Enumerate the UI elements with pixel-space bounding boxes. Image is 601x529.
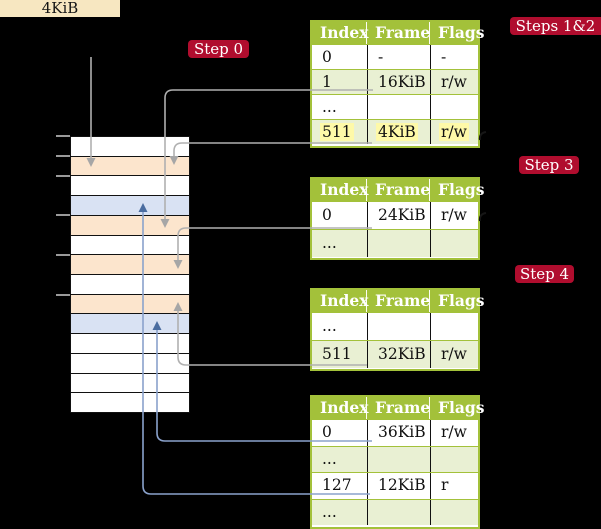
cell-flags: r/w (430, 70, 478, 94)
page-table-register-box: 4KiB (0, 0, 120, 17)
table-header: Index Frame Flags (312, 397, 485, 419)
table-row: 1 16KiB r/w (312, 69, 478, 94)
header-index: Index (312, 397, 368, 419)
cell-frame (367, 499, 430, 525)
memory-tick (56, 175, 70, 177)
pointer-mark-icon (478, 212, 487, 222)
cell-frame: 24KiB (367, 202, 430, 229)
cell-index: 127 (322, 476, 352, 494)
memory-frame-row (71, 293, 189, 314)
cell-frame (367, 95, 430, 119)
table-row: ... (312, 94, 478, 119)
badge-step-0: Step 0 (188, 40, 249, 58)
header-index: Index (312, 179, 368, 201)
badge-step-4: Step 4 (515, 265, 574, 283)
cell-frame: 4KiB (367, 120, 430, 144)
cell-flags: r/w (430, 420, 478, 446)
table-row: 0 - - (312, 44, 478, 69)
memory-frame-row (71, 137, 189, 156)
header-flags: Flags (438, 23, 485, 42)
cell-flags (430, 499, 478, 525)
table-header: Index Frame Flags (312, 22, 485, 44)
badge-steps-1-2: Steps 1&2 (510, 17, 601, 35)
memory-frame-row (71, 372, 189, 393)
physical-memory-column (70, 136, 190, 413)
cell-frame (367, 313, 430, 340)
table-row: 127 12KiB r (312, 472, 478, 499)
badge-step-3: Step 3 (519, 156, 579, 174)
cell-index: ... (322, 449, 337, 468)
cell-index: ... (322, 317, 337, 335)
cell-frame (367, 446, 430, 472)
table-row: 511 32KiB r/w (312, 340, 478, 368)
cell-flags: r (430, 473, 478, 499)
memory-frame-row (71, 313, 189, 334)
memory-frame-row (71, 195, 189, 215)
table-row: 0 24KiB r/w (312, 201, 478, 229)
cell-frame: 16KiB (367, 70, 430, 94)
cell-index: 1 (322, 73, 332, 91)
table-header: Index Frame Flags (312, 290, 485, 312)
memory-frame-row (71, 214, 189, 235)
cell-flags: r/w (430, 202, 478, 229)
page-table-step-4: Index Frame Flags ... 511 32KiB r/w (310, 288, 485, 371)
cell-flags (430, 446, 478, 472)
header-flags: Flags (438, 180, 485, 199)
cell-index: 511 (320, 123, 354, 141)
cell-flags: r/w (430, 120, 478, 144)
cell-index: ... (322, 234, 337, 252)
memory-frame-row (71, 274, 189, 294)
header-frame: Frame (367, 290, 430, 312)
cell-index: 0 (322, 206, 332, 224)
cell-frame: 32KiB (367, 341, 430, 368)
memory-frame-row (71, 175, 189, 196)
cell-flags: r/w (430, 341, 478, 368)
table-row: ... (312, 312, 478, 340)
memory-tick (56, 214, 70, 216)
table-header: Index Frame Flags (312, 179, 485, 201)
cell-flags: - (430, 45, 478, 69)
memory-frame-row (71, 234, 189, 255)
header-frame: Frame (367, 397, 430, 419)
page-table-step-3: Index Frame Flags 0 24KiB r/w ... (310, 177, 485, 260)
memory-frame-row (71, 392, 189, 413)
header-index: Index (312, 290, 368, 312)
memory-tick (56, 155, 70, 157)
cell-flags (430, 95, 478, 119)
table-row: ... (312, 229, 478, 257)
memory-frame-row (71, 333, 189, 353)
memory-frame-row (71, 352, 189, 373)
pointer-mark-icon (478, 131, 487, 141)
cell-index: 511 (322, 345, 352, 363)
table-row: ... (312, 498, 478, 525)
memory-frame-row (71, 155, 189, 176)
memory-tick (56, 254, 70, 256)
cell-index: ... (322, 502, 337, 521)
page-table-final-level: Index Frame Flags 0 36KiB r/w ... 127 12… (310, 395, 485, 529)
table-row: 0 36KiB r/w (312, 419, 478, 446)
cell-index: 0 (322, 48, 332, 66)
cell-index: 0 (322, 423, 332, 441)
cell-frame (367, 230, 430, 257)
memory-tick (56, 294, 70, 296)
page-table-steps-1-2: Index Frame Flags 0 - - 1 16KiB r/w ... … (310, 20, 485, 148)
header-index: Index (312, 22, 368, 44)
table-row: ... (312, 445, 478, 472)
memory-frame-row (71, 254, 189, 275)
cell-flags (430, 313, 478, 340)
register-label: 4KiB (41, 0, 79, 17)
cell-frame: 36KiB (367, 420, 430, 446)
cell-frame: 12KiB (367, 473, 430, 499)
table-row: 511 4KiB r/w (312, 119, 478, 144)
cell-flags (430, 230, 478, 257)
memory-tick (56, 135, 70, 137)
cell-frame: - (367, 45, 430, 69)
header-flags: Flags (438, 398, 485, 417)
header-frame: Frame (367, 179, 430, 201)
header-frame: Frame (367, 22, 430, 44)
cell-index: ... (322, 98, 337, 116)
header-flags: Flags (438, 291, 485, 310)
